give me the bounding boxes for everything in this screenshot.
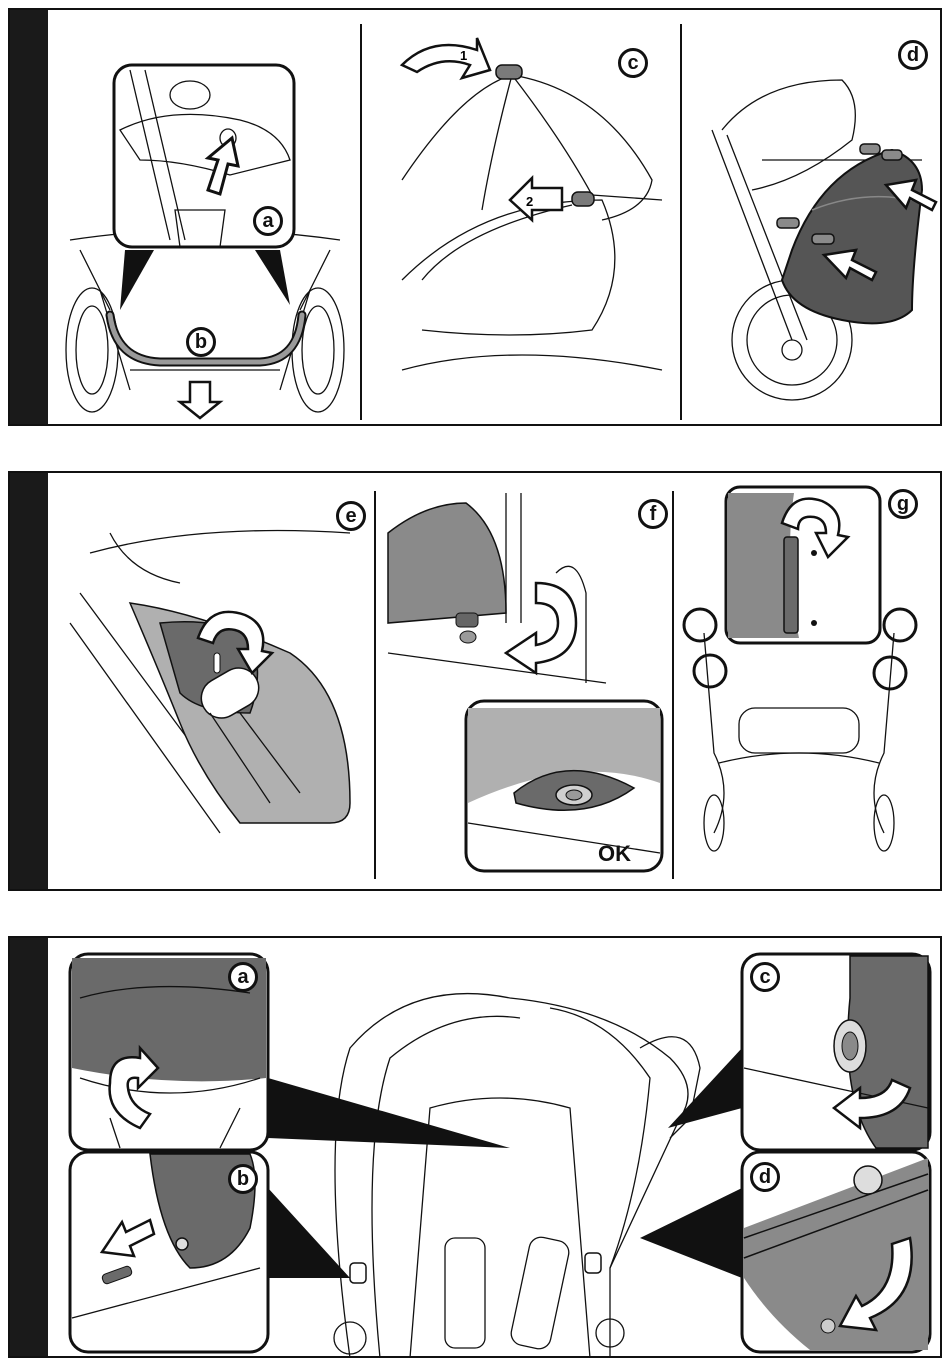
down-arrow-icon (180, 382, 220, 418)
instruction-section-2: e f OK (8, 471, 942, 891)
seat-overview-illustration (50, 938, 940, 1356)
clip-lock-illustration (376, 473, 670, 889)
step-label-a: a (253, 206, 283, 236)
step-label-g: g (888, 489, 918, 519)
step-label-a: a (228, 962, 258, 992)
panel-knob-rotate: e (50, 473, 372, 889)
ok-confirmation-text: OK (598, 841, 631, 867)
left-arrow-icon (510, 178, 562, 220)
step-label-b: b (228, 1164, 258, 1194)
bumper-bar-illustration (50, 10, 358, 424)
section-sidebar-bar (10, 938, 48, 1356)
step-label-c: c (618, 48, 648, 78)
step-label-c: c (750, 962, 780, 992)
step-label-d: d (750, 1162, 780, 1192)
panel-fastener-points: g (674, 473, 940, 889)
step-label-b: b (186, 327, 216, 357)
panel-basket-attach: d (682, 10, 940, 424)
knob-rotate-illustration (50, 473, 372, 889)
section-sidebar-bar (10, 10, 48, 424)
step-label-f: f (638, 499, 668, 529)
instruction-section-3: a b c d (8, 936, 942, 1358)
arrow-number-1: 1 (460, 48, 467, 63)
panel-clip-lock: f OK (376, 473, 670, 889)
panel-canopy-removal: 1 2 c (362, 10, 678, 424)
panel-bumper-bar: a b (50, 10, 358, 424)
section-sidebar-bar (10, 473, 48, 889)
step-label-d: d (898, 40, 928, 70)
rotate-arrow-icon (506, 583, 576, 673)
panel-seat-overview: a b c d (50, 938, 940, 1356)
basket-attach-illustration (682, 10, 940, 424)
curved-arrow-icon (402, 38, 490, 78)
instruction-section-1: a b 1 2 c (8, 8, 942, 426)
fastener-points-illustration (674, 473, 940, 889)
step-label-e: e (336, 501, 366, 531)
arrow-number-2: 2 (526, 194, 533, 209)
